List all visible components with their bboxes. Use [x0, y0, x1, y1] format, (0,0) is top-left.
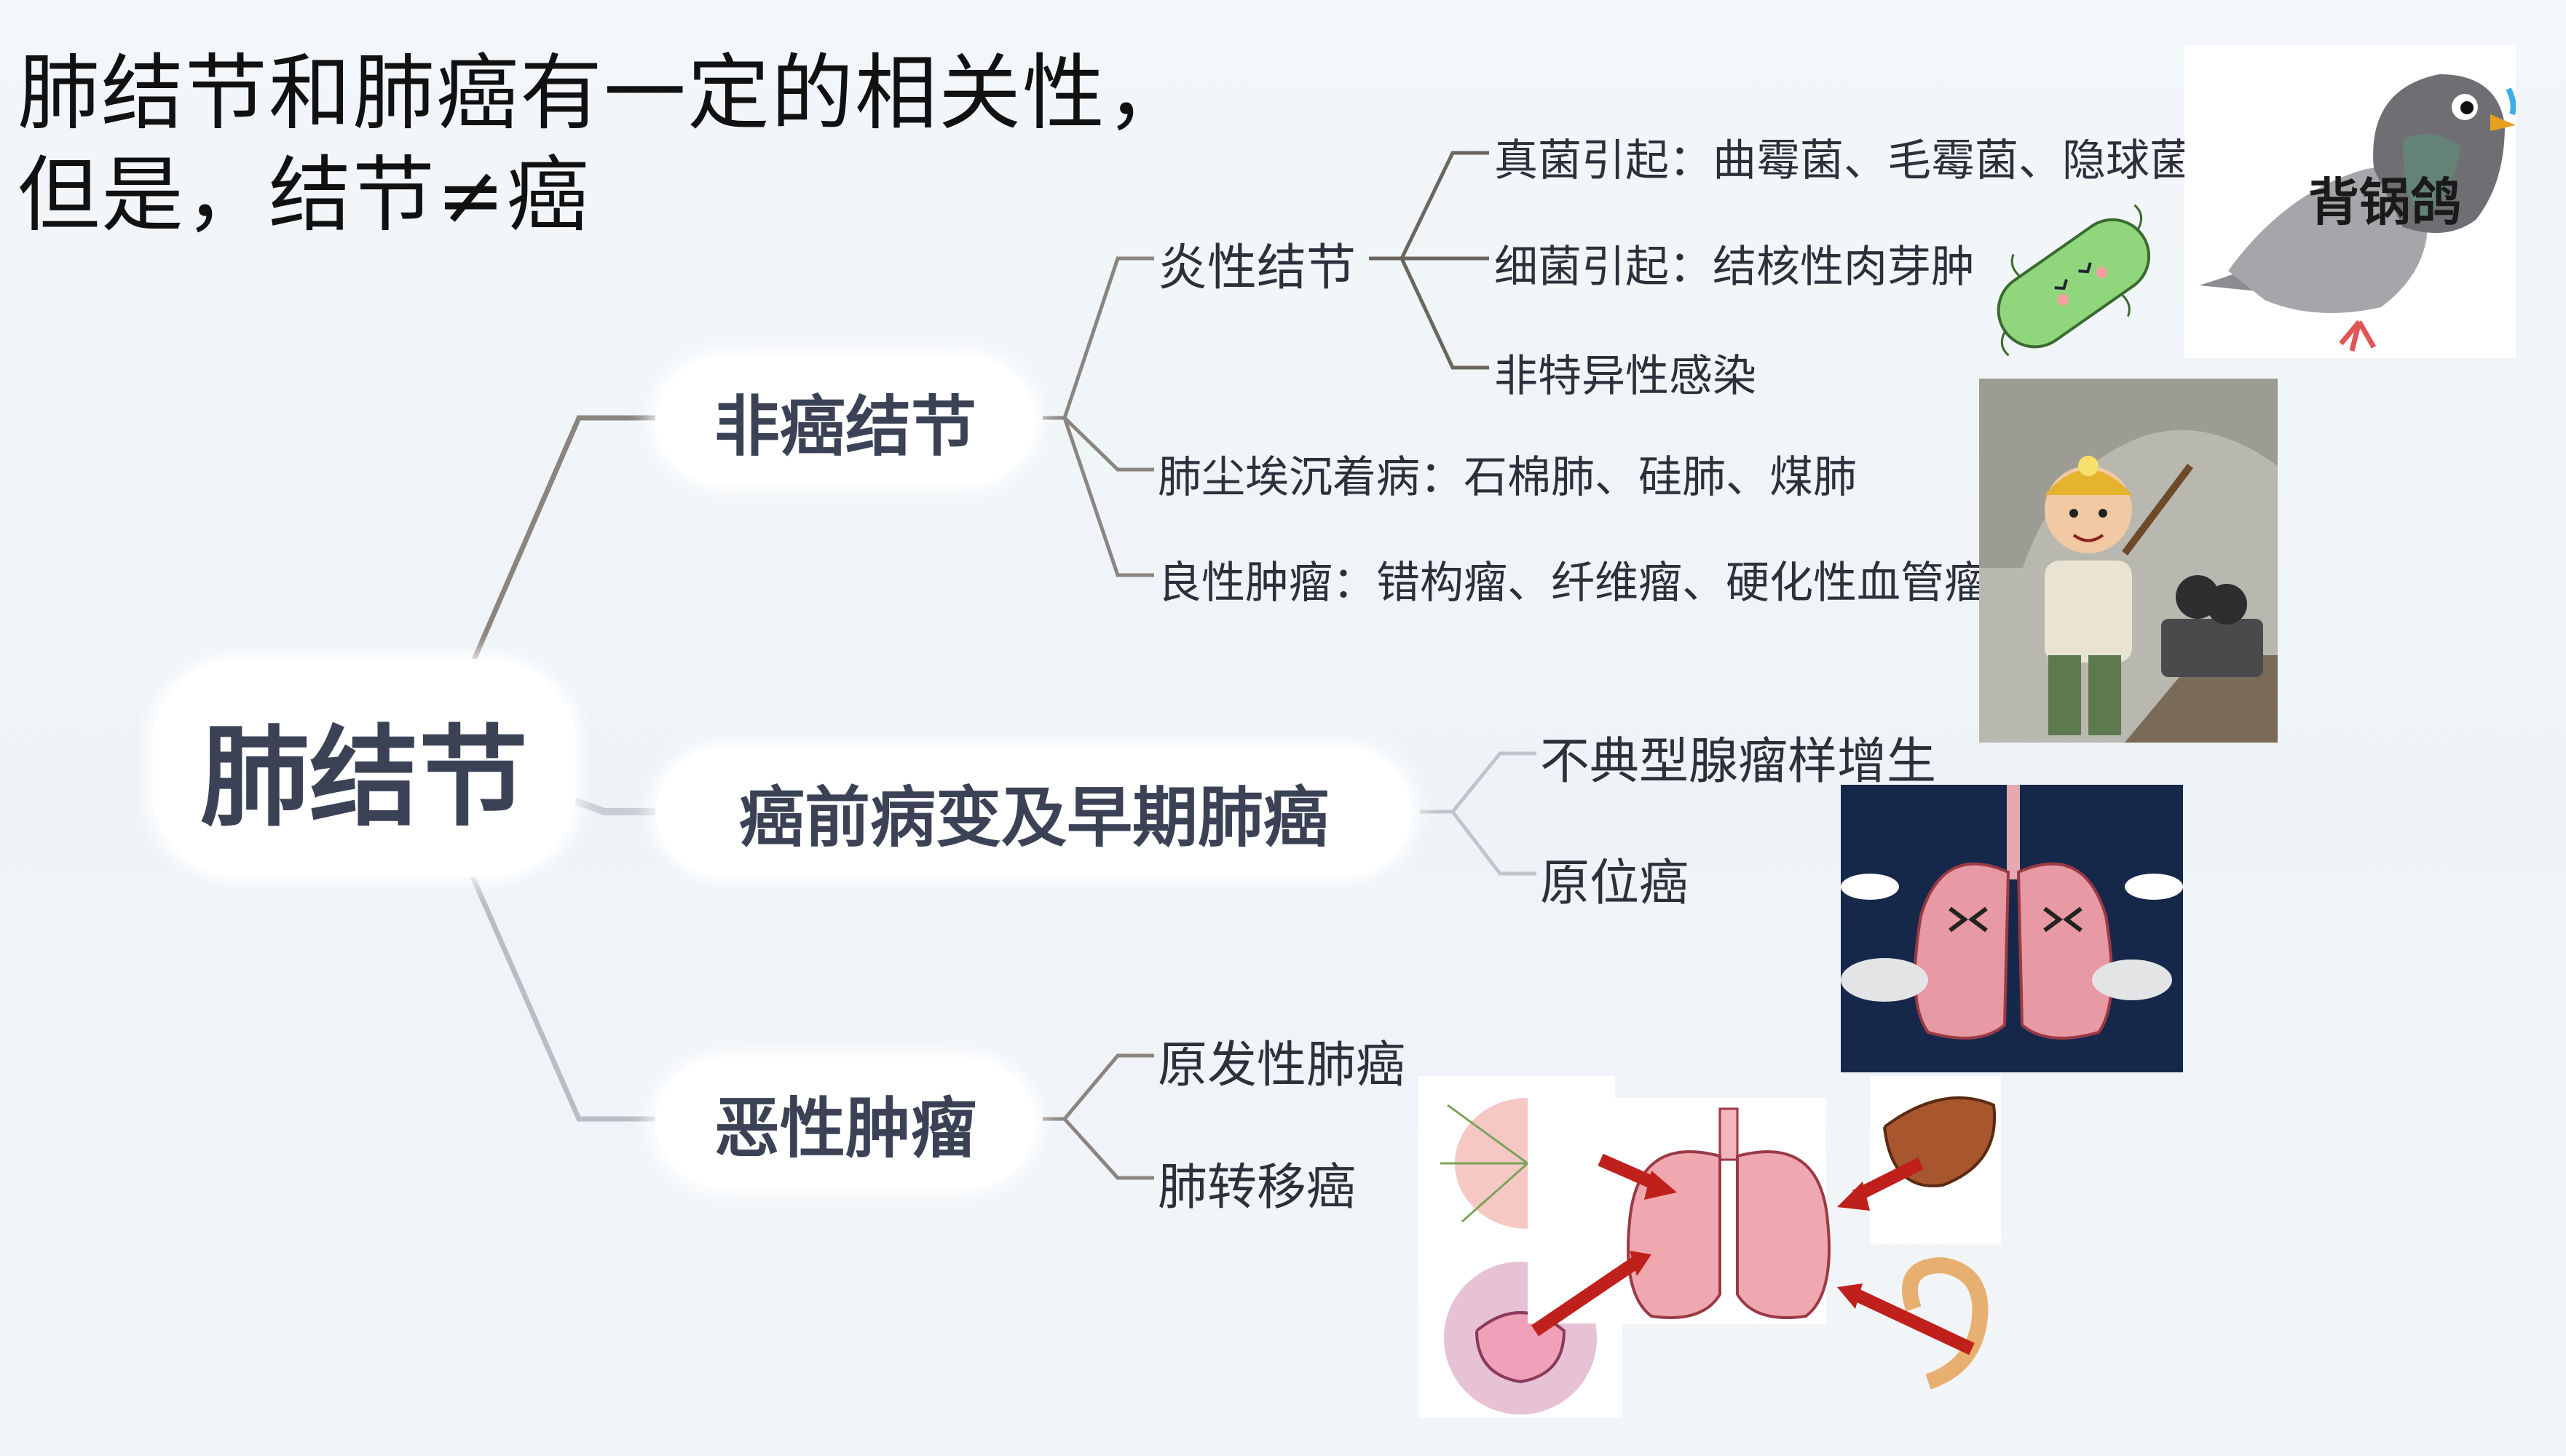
leaf-primary-cancer: 原发性肺癌 [1158, 1037, 1406, 1094]
leaf-pneumoconiosis: 肺尘埃沉着病：石棉肺、硅肺、煤肺 [1158, 452, 1857, 503]
leaf-aah: 不典型腺瘤样增生 [1540, 733, 1937, 791]
coal-miner-icon [1979, 379, 2278, 743]
branch-precancer: 癌前病变及早期肺癌 [655, 746, 1413, 877]
coughing-lungs-icon [1841, 785, 2183, 1072]
branch-label: 恶性肿瘤 [714, 1091, 976, 1167]
branch-label: 癌前病变及早期肺癌 [739, 780, 1329, 856]
branch-malignant: 恶性肿瘤 [655, 1057, 1035, 1188]
bacterium-icon [1997, 204, 2151, 357]
miner-illustration [1979, 379, 2278, 743]
root-label: 肺结节 [200, 714, 528, 842]
pigeon-icon: 背锅鸽 [2199, 74, 2516, 352]
leaf-metastatic: 肺转移癌 [1158, 1159, 1357, 1216]
node-inflammatory: 炎性结节 [1158, 240, 1357, 297]
leaf-in-situ: 原位癌 [1540, 855, 1689, 912]
branch-label: 非癌结节 [714, 389, 976, 465]
leaf-bacterial: 细菌引起：结核性肉芽肿 [1494, 242, 1975, 293]
lungs-illustration [1841, 785, 2183, 1072]
leaf-fungal: 真菌引起：曲霉菌、毛霉菌、隐球菌 [1494, 135, 2193, 186]
leaf-nonspecific: 非特异性感染 [1494, 351, 1756, 402]
root-node: 肺结节 [153, 659, 575, 877]
branch-non-cancer: 非癌结节 [655, 355, 1035, 486]
title-line-1: 肺结节和肺癌有一定的相关性， [17, 45, 1190, 141]
metastasis-diagram-icon [1418, 1076, 2001, 1418]
leaf-benign-tumor: 良性肿瘤：错构瘤、纤维瘤、硬化性血管瘤 [1158, 558, 1988, 609]
page-title: 肺结节和肺癌有一定的相关性， 但是，结节≠癌 [17, 42, 1190, 246]
metastasis-illustration [1418, 1076, 2037, 1418]
title-line-2: 但是，结节≠癌 [17, 147, 591, 243]
pigeon-label: 背锅鸽 [2308, 173, 2461, 232]
pigeon-illustration: 背锅鸽 [2184, 45, 2516, 358]
